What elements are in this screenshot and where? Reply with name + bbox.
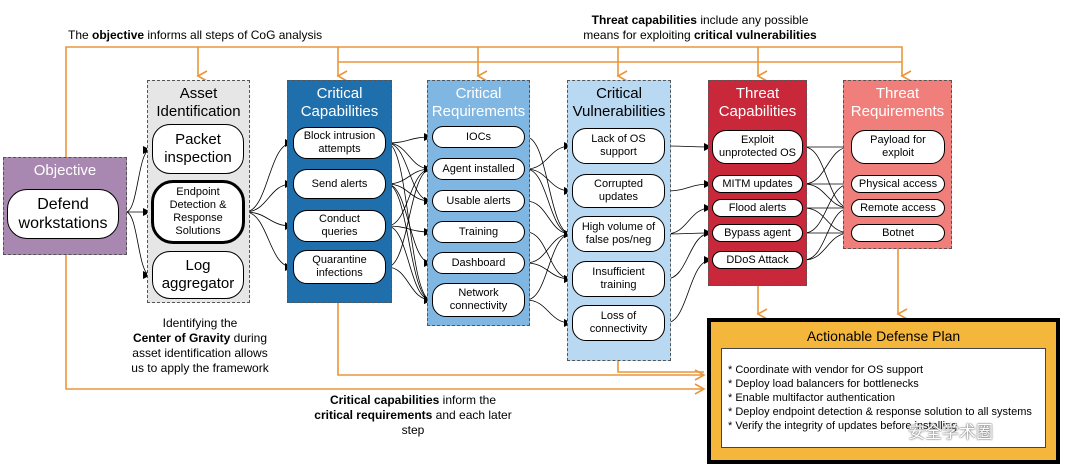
center-of-gravity-annotation: Identifying the Center of Gravity during…: [110, 316, 290, 376]
block-intrusion-node: Block intrusion attempts: [293, 127, 386, 159]
dependency-links: [125, 133, 851, 327]
dependency-link: [386, 142, 432, 304]
physical-access-node: Physical access: [851, 175, 945, 193]
ann-text: and each later: [432, 408, 512, 422]
threat-annotation: Threat capabilities include any possible…: [560, 13, 840, 43]
dependency-link: [386, 165, 432, 268]
critical-capabilities-title: Critical Capabilities: [300, 85, 379, 120]
dependency-link: [244, 211, 293, 271]
ann-bold: Center of Gravity: [132, 331, 231, 345]
iocs-node: IOCs: [432, 126, 525, 148]
dependency-link: [525, 200, 572, 238]
insufficient-training-node: Insufficient training: [572, 261, 665, 297]
dependency-link: [665, 204, 712, 235]
exploit-os-node: Exploit unprotected OS: [712, 130, 803, 164]
network-connectivity-node: Network connectivity: [432, 283, 525, 317]
flow-arrow: [65, 255, 706, 395]
dependency-link: [525, 168, 572, 195]
flow-arrow: [337, 303, 706, 381]
flow-arrow: [617, 361, 704, 373]
ann-text: The: [68, 28, 93, 42]
log-aggregator-node: Log aggregator: [152, 251, 244, 299]
high-false-pos-node: High volume of false pos/neg: [572, 216, 665, 252]
ann-bold: objective: [92, 28, 145, 42]
objective-title: Objective: [33, 162, 97, 179]
critical-capabilities-annotation: Critical capabilities inform the critica…: [283, 393, 543, 438]
ann-text: step: [401, 423, 425, 437]
ddos-attack-node: DDoS Attack: [712, 251, 803, 269]
plan-item: * Deploy endpoint detection & response s…: [728, 406, 1032, 418]
loss-connectivity-node: Loss of connectivity: [572, 305, 665, 341]
dependency-link: [125, 211, 151, 279]
dependency-link: [525, 299, 572, 327]
threat-requirements-title: Threat Requirements: [850, 85, 945, 120]
ann-text: during: [230, 331, 268, 345]
usable-alerts-node: Usable alerts: [432, 190, 525, 212]
dependency-link: [665, 229, 712, 280]
dependency-link: [665, 256, 712, 324]
ann-bold: critical requirements: [314, 408, 433, 422]
critical-requirements-title: Critical Requirements: [431, 85, 526, 120]
dashboard-node: Dashboard: [432, 252, 525, 274]
plan-item: * Coordinate with vendor for OS support: [728, 364, 924, 376]
dependency-link: [386, 183, 432, 304]
conduct-queries-node: Conduct queries: [293, 210, 386, 242]
defend-workstations-node: Defend workstations: [7, 189, 119, 239]
plan-item: * Enable multifactor authentication: [728, 392, 895, 404]
ann-text: informs all steps of CoG analysis: [144, 28, 323, 42]
orange-flow-arrows: [65, 46, 912, 395]
threat-capabilities-title: Threat Capabilities: [718, 85, 797, 120]
ann-text: asset identification allows: [132, 346, 268, 360]
training-node: Training: [432, 221, 525, 243]
objective-annotation: The objective informs all steps of CoG a…: [68, 28, 322, 43]
ann-text: include any possible: [696, 13, 809, 27]
dependency-link: [525, 230, 572, 301]
remote-access-node: Remote access: [851, 199, 945, 217]
plan-item: * Deploy load balancers for bottlenecks: [728, 378, 919, 390]
quarantine-infections-node: Quarantine infections: [293, 250, 386, 284]
mitm-updates-node: MITM updates: [712, 175, 803, 193]
dependency-link: [244, 139, 293, 213]
plan-title: Actionable Defense Plan: [806, 328, 961, 344]
edr-solutions-node: Endpoint Detection & Response Solutions: [151, 180, 245, 244]
ann-text: means for exploiting: [583, 28, 694, 42]
dependency-link: [525, 231, 572, 283]
critical-vulnerabilities-title: Critical Vulnerabilities: [572, 85, 666, 120]
lack-os-support-node: Lack of OS support: [572, 128, 665, 164]
dependency-link: [244, 211, 293, 230]
agent-installed-node: Agent installed: [432, 158, 525, 180]
flood-alerts-node: Flood alerts: [712, 199, 803, 217]
dependency-link: [125, 146, 151, 213]
dependency-link: [244, 180, 293, 213]
threat-requirements-column: Threat Requirements: [843, 80, 952, 249]
dependency-link: [525, 168, 572, 238]
bypass-agent-node: Bypass agent: [712, 224, 803, 242]
plan-item: * Verify the integrity of updates before…: [728, 420, 958, 432]
dependency-link: [665, 180, 712, 192]
watermark: 安全学术圈: [908, 423, 993, 442]
dependency-link: [665, 142, 712, 151]
dependency-link: [386, 142, 432, 173]
dependency-link: [525, 136, 572, 238]
dependency-link: [525, 142, 572, 170]
botnet-node: Botnet: [851, 224, 945, 242]
dependency-link: [525, 262, 572, 283]
ann-text: Identifying the: [162, 316, 238, 330]
asset-identification-title: Asset Identification: [156, 85, 241, 120]
dependency-link: [386, 133, 432, 144]
ann-text: inform the: [439, 393, 497, 407]
ann-bold: Critical capabilities: [329, 393, 440, 407]
ann-bold: Threat capabilities: [591, 13, 697, 27]
actionable-defense-plan: Actionable Defense Plan * Coordinate wit…: [707, 318, 1060, 464]
send-alerts-node: Send alerts: [293, 169, 386, 199]
ann-bold: critical vulnerabilities: [694, 28, 817, 42]
ann-text: us to apply the framework: [131, 361, 269, 375]
plan-list: * Coordinate with vendor for OS support …: [721, 348, 1046, 448]
dependency-link: [525, 230, 572, 264]
packet-inspection-node: Packet inspection: [152, 124, 244, 174]
corrupted-updates-node: Corrupted updates: [572, 174, 665, 208]
payload-exploit-node: Payload for exploit: [851, 130, 945, 164]
